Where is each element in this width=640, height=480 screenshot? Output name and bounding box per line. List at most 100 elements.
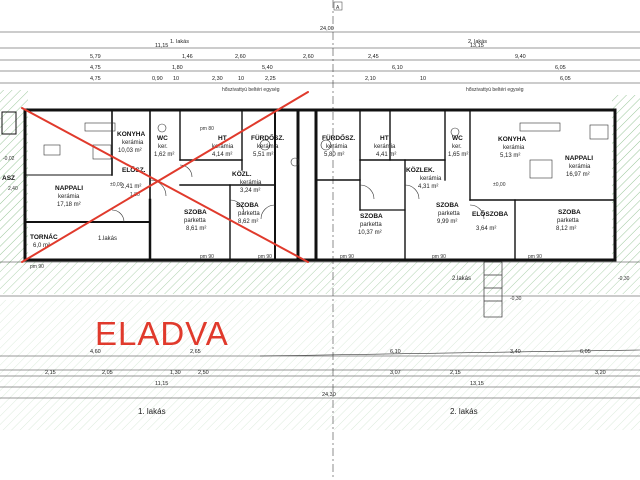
room-wc-1: WC ker. 1,62 m² bbox=[154, 135, 174, 158]
dim-top-row4-1: 4,75 bbox=[90, 65, 101, 71]
room-finish: kerámia bbox=[569, 164, 591, 170]
furniture bbox=[1, 111, 609, 179]
room-area: 10,37 m² bbox=[358, 230, 382, 236]
dim-bot-row2-1: 2,15 bbox=[45, 370, 56, 376]
room-area: 4,14 m² bbox=[212, 152, 232, 158]
room-area: 5,80 m² bbox=[324, 152, 344, 158]
dim-bot-row2-5: 3,07 bbox=[390, 370, 401, 376]
unit-label-top-2: 2. lakás bbox=[468, 39, 487, 45]
left-mark-1: -0,02 bbox=[3, 156, 15, 162]
sold-cross bbox=[21, 91, 309, 263]
room-finish: parketta bbox=[360, 222, 382, 228]
sill-mark-5: pm 90 bbox=[432, 254, 446, 260]
room-finish: kerámia bbox=[122, 140, 144, 146]
axis-marker: A bbox=[336, 5, 340, 11]
room-area: 9,99 m² bbox=[437, 219, 457, 225]
dim-overall-top: 24,00 bbox=[320, 26, 334, 32]
room-name: SZOBA bbox=[360, 213, 383, 220]
room-tornac: TORNÁC 6,0 m² bbox=[30, 232, 58, 249]
dim-top-row5-7: 2,10 bbox=[365, 76, 376, 82]
room-area: 6,0 m² bbox=[33, 243, 50, 249]
dim-bot-row1-3: 6,10 bbox=[390, 349, 401, 355]
sill-mark-6: pm 90 bbox=[528, 254, 542, 260]
vent-note-1: hőszivattyú beltéri egység bbox=[222, 87, 280, 93]
dim-top-row3-5: 2,45 bbox=[368, 54, 379, 60]
room-szoba-4: SZOBA parketta 9,99 m² bbox=[436, 202, 460, 225]
room-finish: kerámia bbox=[240, 180, 262, 186]
room-ht-2: HT kerámia 4,41 m² bbox=[374, 135, 396, 158]
dim-top-row3-6: 9,40 bbox=[515, 54, 526, 60]
room-finish: parketta bbox=[557, 218, 579, 224]
room-szoba-2: SZOBA parketta 8,62 m² bbox=[236, 202, 260, 225]
room-area: 3,64 m² bbox=[476, 226, 496, 232]
dim-top-row3-2: 1,46 bbox=[182, 54, 193, 60]
dim-top-row5-5: 10 bbox=[238, 76, 244, 82]
room-area: 8,62 m² bbox=[238, 219, 258, 225]
level-mark-2: ±0,00 bbox=[493, 182, 506, 188]
room-name: SZOBA bbox=[184, 209, 207, 216]
sill-mark-7: pm 80 bbox=[200, 126, 214, 132]
dim-top-row3-4: 2,60 bbox=[303, 54, 314, 60]
room-finish: kerámia bbox=[374, 144, 396, 150]
room-finish: ker. bbox=[158, 144, 168, 150]
room-name: SZOBA bbox=[558, 209, 581, 216]
sold-stamp: ELADVA bbox=[95, 315, 229, 352]
room-area: 5,51 m² bbox=[253, 152, 273, 158]
room-name: FÜRDŐSZ. bbox=[251, 133, 284, 142]
sill-mark-2: pm 90 bbox=[200, 254, 214, 260]
room-area: 4,31 m² bbox=[418, 184, 438, 190]
room-name: NAPPALI bbox=[565, 155, 593, 162]
dim-top-row4-5: 6,05 bbox=[555, 65, 566, 71]
room-asz: ASZ bbox=[2, 175, 15, 182]
dim-bot-row1-5: 6,05 bbox=[580, 349, 591, 355]
room-name: ASZ bbox=[2, 175, 15, 182]
dim-top-row4-2: 1,80 bbox=[172, 65, 183, 71]
room-area: 2,41 m² bbox=[121, 184, 141, 190]
dim-top-row5-8: 10 bbox=[420, 76, 426, 82]
dim-top-row5-1: 4,75 bbox=[90, 76, 101, 82]
room-area: 1,62 m² bbox=[154, 152, 174, 158]
dim-top-row4-3: 5,40 bbox=[262, 65, 273, 71]
room-area: 10,03 m² bbox=[118, 148, 142, 154]
room-szoba-1: SZOBA parketta 8,61 m² bbox=[184, 209, 207, 232]
dim-top-row5-6: 2,25 bbox=[265, 76, 276, 82]
room-area: 4,41 m² bbox=[376, 152, 396, 158]
sill-mark-4: pm 90 bbox=[340, 254, 354, 260]
dim-bot-row3-1: 11,15 bbox=[155, 381, 168, 387]
room-name: SZOBA bbox=[236, 202, 259, 209]
unit-label-bottom-2: 2. lakás bbox=[450, 407, 478, 416]
room-finish: parketta bbox=[238, 211, 260, 217]
level-mark-3: -0,30 bbox=[510, 296, 522, 302]
room-finish: kerámia bbox=[257, 144, 279, 150]
room-finish: parketta bbox=[184, 218, 206, 224]
room-finish: kerámia bbox=[326, 144, 348, 150]
ground-hatch-bottom bbox=[0, 262, 640, 294]
sill-mark-1: pm 90 bbox=[30, 264, 44, 270]
dim-bot-row1-4: 3,40 bbox=[510, 349, 521, 355]
unit-label-1: 1.lakás bbox=[98, 236, 117, 242]
sill-mark-3: pm 90 bbox=[258, 254, 272, 260]
room-name: FÜRDŐSZ. bbox=[322, 133, 355, 142]
room-area: 16,97 m² bbox=[566, 172, 590, 178]
dim-top-row5-4: 2,30 bbox=[212, 76, 223, 82]
room-eloszoba-2: ELŐSZOBA 3,64 m² bbox=[472, 209, 508, 232]
left-mark-2: 2,40 bbox=[8, 186, 18, 192]
room-kozlek-2: KÖZLEK. kerámia 4,31 m² bbox=[406, 165, 442, 190]
vent-note-2: hőszivattyú beltéri egység bbox=[466, 87, 524, 93]
room-ht-1: HT kerámia 4,14 m² bbox=[212, 135, 234, 158]
room-szoba-5: SZOBA parketta 8,12 m² bbox=[556, 209, 581, 232]
dim-top-row2-1: 11,15 bbox=[155, 43, 168, 49]
dim-bot-row2-4: 2,50 bbox=[198, 370, 209, 376]
dim-bot-row1-1: 4,60 bbox=[90, 349, 101, 355]
room-finish: ker. bbox=[452, 144, 462, 150]
room-name: NAPPALI bbox=[55, 185, 83, 192]
room-furdo-1: FÜRDŐSZ. kerámia 5,51 m² bbox=[251, 133, 284, 158]
room-kozl-1: KÖZL. kerámia 3,24 m² bbox=[232, 169, 262, 194]
ground-hatch-right bbox=[612, 95, 640, 265]
dim-top-row3-3: 2,60 bbox=[235, 54, 246, 60]
level-mark-1: ±0,00 bbox=[110, 182, 123, 188]
room-name: KONYHA bbox=[117, 131, 145, 138]
room-name: HT bbox=[380, 135, 389, 142]
room-name: ELŐSZOBA bbox=[472, 209, 508, 218]
